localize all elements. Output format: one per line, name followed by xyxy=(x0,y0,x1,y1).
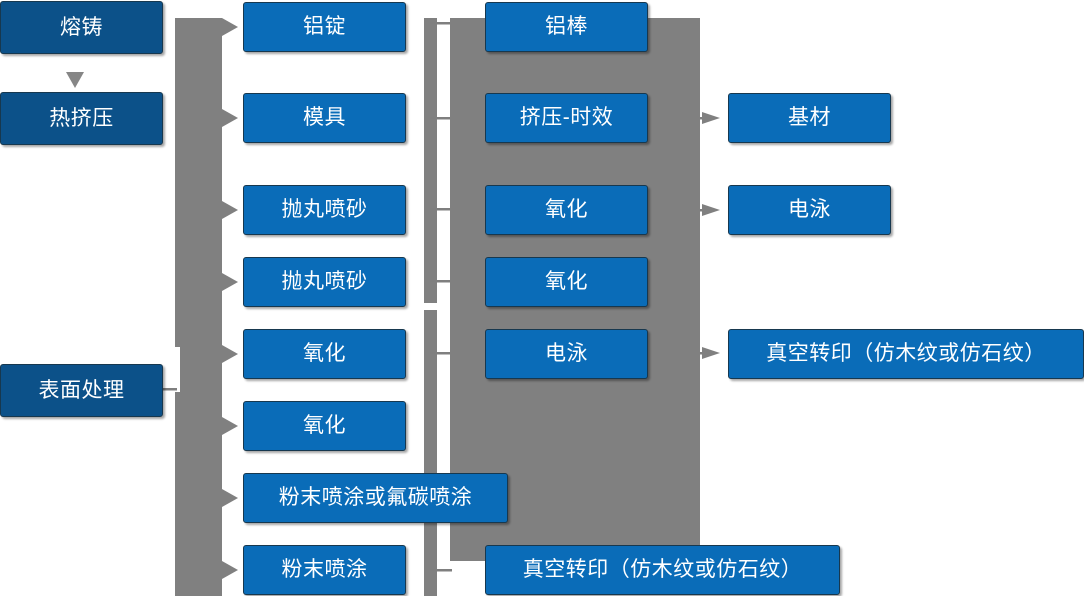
stage-box-melt-cast[interactable]: 熔铸 xyxy=(0,1,163,54)
stage-label-melt-cast: 熔铸 xyxy=(60,15,103,39)
right-band-arrowheads xyxy=(698,112,720,359)
process-box-oxidation-1[interactable]: 氧化 xyxy=(243,325,411,379)
process-label-electrophoresis-1: 电泳 xyxy=(545,342,588,366)
output-label-vacuum-transfer-printing: 真空转印（仿木纹或仿石纹） xyxy=(766,342,1046,366)
process-box-extrusion-aging[interactable]: 挤压-时效 xyxy=(485,89,653,143)
process-box-oxidation-2[interactable]: 氧化 xyxy=(243,397,411,451)
process-box-oxidation-4[interactable]: 氧化 xyxy=(485,253,653,307)
output-label-electrophoresis: 电泳 xyxy=(788,198,831,222)
process-label-powder-or-fluorocarbon-coating: 粉末喷涂或氟碳喷涂 xyxy=(278,486,473,510)
process-box-vacuum-transfer-printing-1[interactable]: 真空转印（仿木纹或仿石纹） xyxy=(485,541,845,595)
process-box-shot-blasting-2[interactable]: 抛丸喷砂 xyxy=(243,253,411,307)
process-label-oxidation-4: 氧化 xyxy=(545,270,588,294)
output-box-base-material[interactable]: 基材 xyxy=(728,89,896,143)
stage-label-hot-extrusion: 热挤压 xyxy=(49,106,114,130)
process-box-aluminum-bar[interactable]: 铝棒 xyxy=(485,0,653,52)
process-label-oxidation-1: 氧化 xyxy=(303,342,346,366)
process-box-powder-or-fluorocarbon-coating[interactable]: 粉末喷涂或氟碳喷涂 xyxy=(243,469,513,523)
process-label-extrusion-aging: 挤压-时效 xyxy=(519,106,614,130)
process-label-powder-coating: 粉末喷涂 xyxy=(281,558,368,582)
process-label-shot-blasting-1: 抛丸喷砂 xyxy=(281,198,368,222)
output-box-electrophoresis[interactable]: 电泳 xyxy=(728,181,896,235)
process-label-aluminum-bar: 铝棒 xyxy=(545,15,588,39)
process-box-powder-coating[interactable]: 粉末喷涂 xyxy=(243,541,411,595)
output-label-base-material: 基材 xyxy=(788,106,831,130)
stage-label-surface-treatment: 表面处理 xyxy=(38,378,125,402)
process-label-oxidation-3: 氧化 xyxy=(545,198,588,222)
stage-box-surface-treatment[interactable]: 表面处理 xyxy=(0,364,163,417)
output-box-vacuum-transfer-printing[interactable]: 真空转印（仿木纹或仿石纹） xyxy=(728,325,1084,379)
process-box-oxidation-3[interactable]: 氧化 xyxy=(485,181,653,235)
process-label-mould: 模具 xyxy=(303,106,346,130)
process-label-shot-blasting-2: 抛丸喷砂 xyxy=(281,270,368,294)
process-box-electrophoresis-1[interactable]: 电泳 xyxy=(485,325,653,379)
stage-box-hot-extrusion[interactable]: 热挤压 xyxy=(0,92,163,145)
process-label-vacuum-transfer-printing-1: 真空转印（仿木纹或仿石纹） xyxy=(522,558,803,582)
process-box-shot-blasting-1[interactable]: 抛丸喷砂 xyxy=(243,181,411,235)
process-label-oxidation-2: 氧化 xyxy=(303,414,346,438)
process-box-aluminum-ingot[interactable]: 铝锭 xyxy=(243,0,411,52)
left-band-arrowheads xyxy=(222,18,238,579)
process-label-aluminum-ingot: 铝锭 xyxy=(303,15,346,39)
process-box-mould[interactable]: 模具 xyxy=(243,89,411,143)
